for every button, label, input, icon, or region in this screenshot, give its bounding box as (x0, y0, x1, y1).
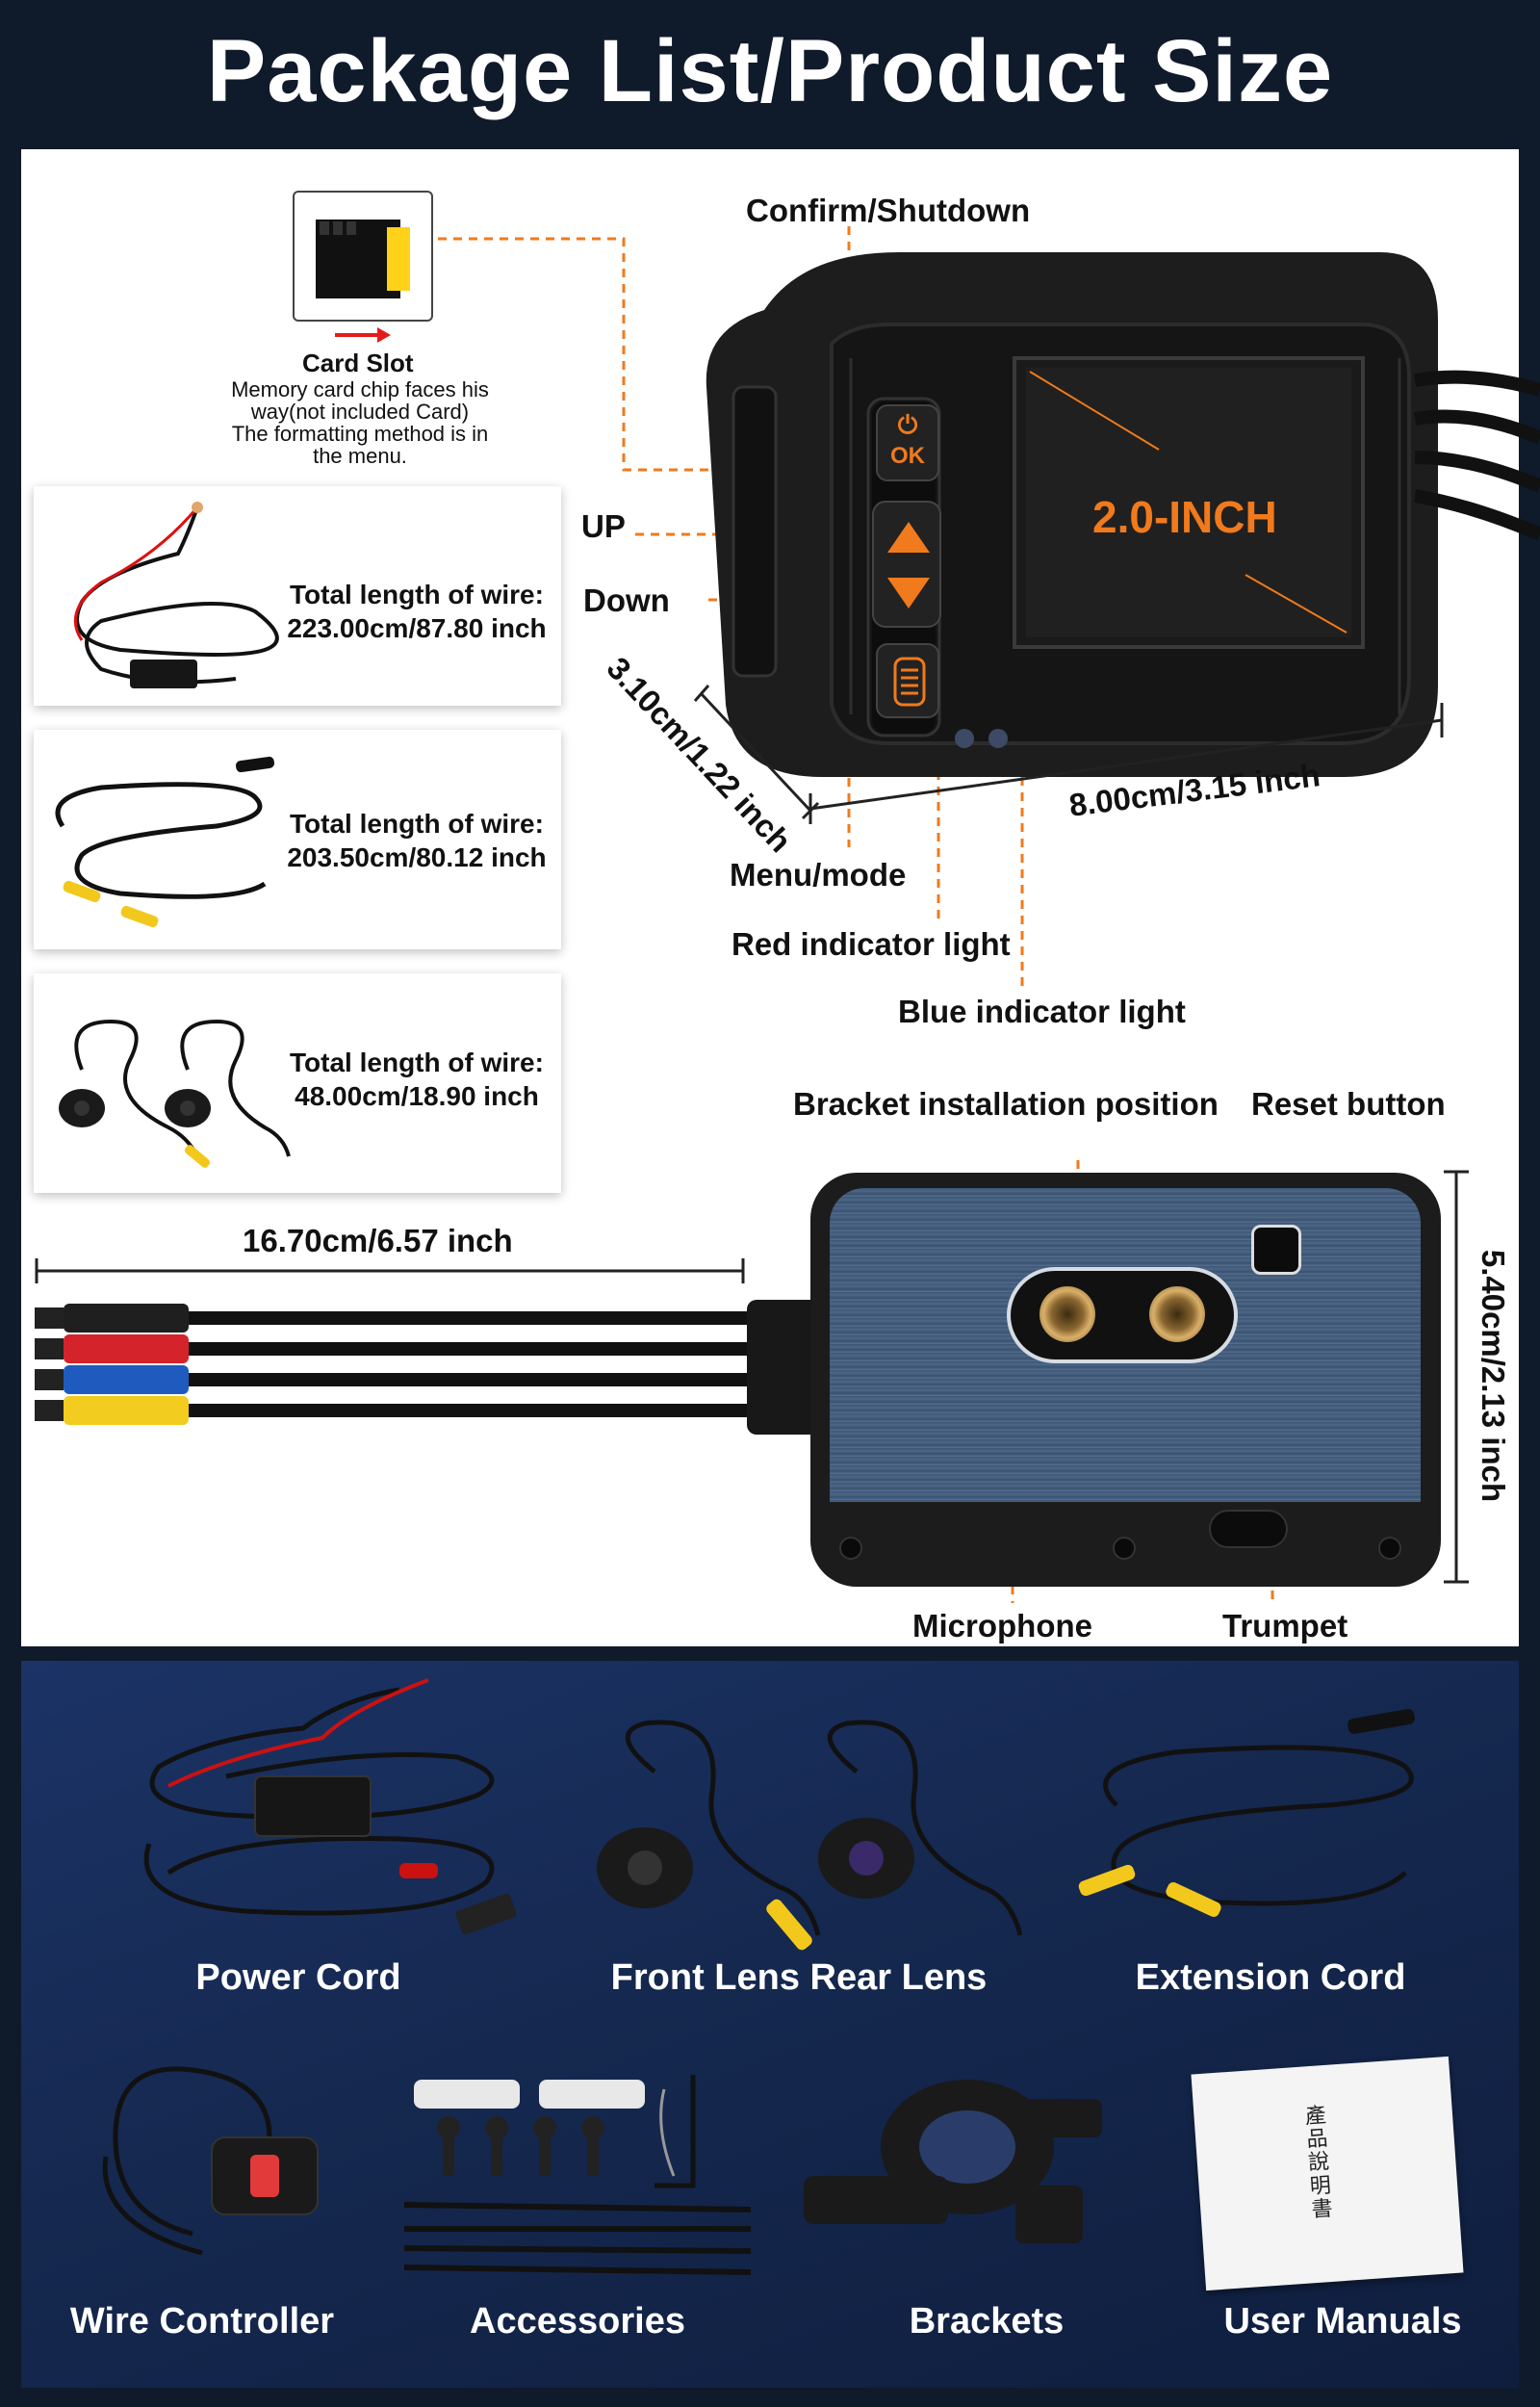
extension-cord-item (1078, 1708, 1415, 1917)
screw-icon (1378, 1537, 1401, 1560)
user-manual-booklet: 產品說明書 (1191, 2056, 1464, 2291)
reset-button[interactable] (1251, 1225, 1301, 1275)
power-icon: ⏻ (897, 410, 918, 439)
wire-card-extension: Total length of wire: 203.50cm/80.12 inc… (34, 730, 561, 949)
bracket-item (804, 2080, 1102, 2243)
package-item-wire-controller: Wire Controller (69, 2301, 335, 2342)
bracket-position-label: Bracket installation position (793, 1086, 1219, 1122)
screw-icon (1113, 1537, 1136, 1560)
blue-indicator-label: Blue indicator light (898, 994, 1186, 1029)
dashcam-back-body (810, 1173, 1441, 1587)
up-button[interactable] (872, 501, 941, 628)
wire-extension-heading: Total length of wire: (290, 809, 544, 839)
sd-card-icon (316, 220, 410, 298)
package-item-lenses: Front Lens Rear Lens (610, 1957, 988, 1998)
manual-cover-text: 產品說明書 (1303, 2102, 1334, 2221)
width-dimension-line (808, 703, 1444, 824)
wire-extension-length: 203.50cm/80.12 inch (287, 842, 547, 872)
confirm-shutdown-label: Confirm/Shutdown (746, 193, 1031, 228)
sd-card-box (293, 191, 433, 322)
extension-cord-icon (55, 756, 274, 928)
triangle-up-icon (887, 522, 930, 553)
mount-screw-hole (1040, 1286, 1095, 1342)
triangle-down-icon (887, 578, 930, 608)
camera-lens-icon (59, 1019, 291, 1168)
menu-mode-button[interactable] (876, 643, 939, 718)
rear-cables (35, 1300, 824, 1435)
wire-card-lens: Total length of wire: 48.00cm/18.90 inch (34, 973, 561, 1193)
package-item-power-cord: Power Cord (195, 1957, 401, 1998)
speaker-grille (1209, 1510, 1288, 1548)
card-slot-line2: way(not included Card) (250, 400, 470, 424)
cable-dimension-line (35, 1258, 745, 1283)
wire-controller-item (102, 2066, 319, 2256)
card-slot-label: Card Slot (302, 349, 414, 377)
front-cable-bundle (1413, 370, 1540, 541)
cable-length-label: 16.70cm/6.57 inch (243, 1223, 513, 1258)
mount-screw-hole (1149, 1286, 1205, 1342)
front-rear-lens-item (597, 1720, 1023, 1951)
package-item-brackets: Brackets (909, 2301, 1065, 2342)
wire-power-length: 223.00cm/87.80 inch (287, 613, 547, 643)
height-dimension-label: 5.40cm/2.13 inch (1476, 1249, 1512, 1503)
card-slot-line4: the menu. (313, 444, 407, 468)
confirm-shutdown-button[interactable]: ⏻ OK (876, 404, 939, 481)
screw-icon (839, 1537, 862, 1560)
menu-mode-label: Menu/mode (730, 857, 907, 893)
package-item-accessories: Accessories (470, 2301, 685, 2342)
power-cord-icon (73, 502, 279, 688)
wire-card-power: Total length of wire: 223.00cm/87.80 inc… (34, 486, 561, 706)
package-item-extension-cord: Extension Cord (1135, 1957, 1406, 1998)
trumpet-label: Trumpet (1222, 1608, 1348, 1643)
wire-lens-length: 48.00cm/18.90 inch (295, 1081, 539, 1111)
screen-size-label: 2.0-INCH (1092, 492, 1277, 542)
accessories-item (403, 2075, 752, 2275)
ok-label: OK (890, 443, 925, 469)
power-cord-item (143, 1678, 517, 1935)
up-label: UP (581, 508, 626, 544)
menu-grille-icon (893, 657, 926, 707)
card-slot-line3: The formatting method is in (231, 422, 489, 446)
down-label: Down (583, 582, 670, 618)
package-item-user-manuals: User Manuals (1223, 2301, 1462, 2342)
height-dimension-line (1444, 1170, 1469, 1584)
microphone-label: Microphone (912, 1608, 1092, 1643)
page-title: Package List/Product Size (206, 22, 1334, 120)
wire-lens-heading: Total length of wire: (290, 1048, 544, 1077)
arrow-right-icon (335, 327, 391, 343)
reset-button-label: Reset button (1251, 1086, 1446, 1122)
wire-power-heading: Total length of wire: (290, 580, 544, 609)
card-slot-line1: Memory card chip faces his (231, 377, 489, 401)
red-indicator-label: Red indicator light (732, 926, 1011, 962)
